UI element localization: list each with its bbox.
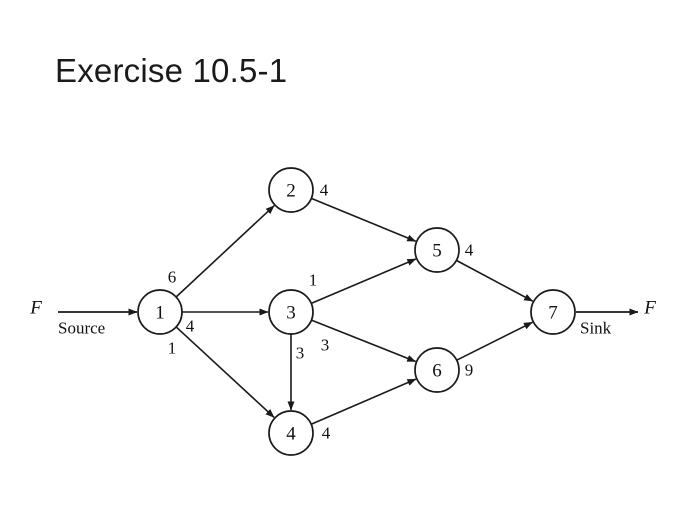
sink-outflow: Sink F bbox=[576, 298, 656, 338]
edge-capacity-1-2: 6 bbox=[168, 268, 177, 287]
node-circle-7[interactable] bbox=[530, 289, 576, 335]
edge-layer bbox=[175, 197, 534, 426]
node-3[interactable]: 3 bbox=[268, 289, 314, 335]
edge-3-5 bbox=[310, 258, 417, 305]
edge-6-7 bbox=[456, 321, 533, 361]
edge-capacity-4-6: 4 bbox=[322, 424, 331, 443]
edge-capacity-2-5: 4 bbox=[320, 181, 329, 200]
node-label-5: 5 bbox=[432, 241, 442, 262]
node-7[interactable]: 7 bbox=[530, 289, 576, 335]
edge-capacity-3-5: 1 bbox=[309, 271, 318, 290]
node-label-1: 1 bbox=[155, 303, 165, 324]
node-layer: 1 2 3 4 5 6 7 bbox=[137, 167, 576, 456]
edge-1-2 bbox=[175, 205, 275, 298]
page-title: Exercise 10.5-1 bbox=[55, 52, 288, 89]
node-label-2: 2 bbox=[286, 181, 296, 202]
node-label-4: 4 bbox=[286, 424, 296, 445]
edge-3-6 bbox=[311, 319, 417, 363]
node-1[interactable]: 1 bbox=[137, 289, 183, 335]
edge-capacity-3-6: 3 bbox=[321, 336, 330, 355]
node-label-7: 7 bbox=[548, 303, 558, 324]
edge-4-6 bbox=[310, 378, 417, 426]
source-label: Source bbox=[58, 319, 105, 338]
node-circle-2[interactable] bbox=[268, 167, 314, 213]
sink-label: Sink bbox=[580, 319, 612, 338]
node-2[interactable]: 2 bbox=[268, 167, 314, 213]
node-circle-4[interactable] bbox=[268, 410, 314, 456]
node-5[interactable]: 5 bbox=[414, 227, 460, 273]
sink-flow-symbol: F bbox=[643, 298, 656, 319]
edge-capacity-3-4: 3 bbox=[296, 344, 305, 363]
node-circle-6[interactable] bbox=[414, 347, 460, 393]
node-circle-3[interactable] bbox=[268, 289, 314, 335]
source-flow-symbol: F bbox=[29, 298, 42, 319]
edge-capacity-5-7: 4 bbox=[465, 241, 474, 260]
edge-2-5 bbox=[311, 197, 417, 242]
node-label-6: 6 bbox=[432, 361, 442, 382]
edge-capacity-6-7: 9 bbox=[465, 361, 474, 380]
source-inflow: F Source bbox=[29, 298, 138, 338]
edge-capacity-1-4: 1 bbox=[168, 339, 177, 358]
edge-1-4 bbox=[175, 326, 275, 418]
edge-capacity-1-3: 4 bbox=[186, 317, 195, 336]
node-4[interactable]: 4 bbox=[268, 410, 314, 456]
node-circle-1[interactable] bbox=[137, 289, 183, 335]
node-6[interactable]: 6 bbox=[414, 347, 460, 393]
node-label-3: 3 bbox=[286, 303, 296, 324]
node-circle-5[interactable] bbox=[414, 227, 460, 273]
edge-5-7 bbox=[456, 259, 534, 302]
